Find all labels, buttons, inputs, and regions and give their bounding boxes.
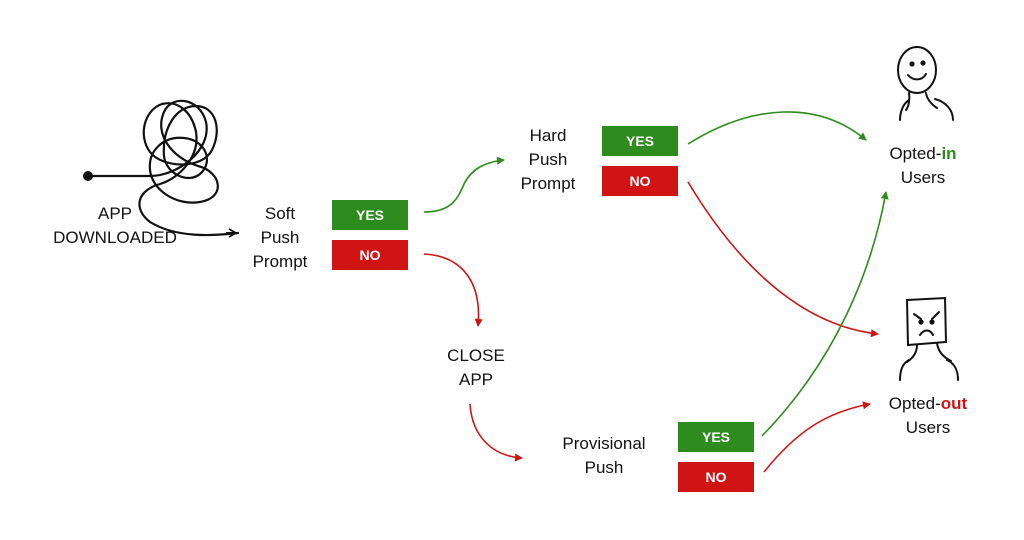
hard-push-yes-button[interactable]: YES <box>602 126 678 156</box>
soft-push-line2: Push <box>260 228 300 247</box>
opted-in-line1: Opted-in <box>868 142 978 166</box>
opted-out-line1: Opted-out <box>868 392 988 416</box>
provisional-no-button[interactable]: NO <box>678 462 754 492</box>
hard-push-line3: Prompt <box>520 174 576 193</box>
soft-push-no-button[interactable]: NO <box>332 240 408 270</box>
arrow-soft-yes-to-hard <box>423 156 505 213</box>
soft-push-line1: Soft <box>264 204 296 223</box>
close-app-line2: APP <box>458 370 494 389</box>
opted-in-highlight: in <box>941 144 957 163</box>
node-app-downloaded: APP DOWNLOADED <box>50 202 180 250</box>
node-close-app: CLOSE APP <box>436 344 516 392</box>
provisional-push-line2: Push <box>584 458 624 477</box>
provisional-push-line1: Provisional <box>562 434 646 453</box>
app-downloaded-line2: DOWNLOADED <box>53 228 177 247</box>
node-opted-in-users: Opted-in Users <box>868 142 978 190</box>
opted-out-highlight: out <box>940 394 968 413</box>
arrow-provisional-yes-to-opted-in <box>761 191 889 437</box>
hard-push-no-button[interactable]: NO <box>602 166 678 196</box>
opted-in-line2: Users <box>900 168 946 187</box>
arrow-close-to-provisional <box>469 403 523 462</box>
close-app-line1: CLOSE <box>447 346 505 365</box>
soft-push-line3: Prompt <box>252 252 308 271</box>
provisional-yes-button[interactable]: YES <box>678 422 754 452</box>
arrow-hard-yes-to-opted-in <box>687 111 867 145</box>
node-hard-push-prompt: Hard Push Prompt <box>508 124 588 196</box>
soft-push-yes-button[interactable]: YES <box>332 200 408 230</box>
arrow-soft-no-to-close <box>423 253 483 327</box>
scribble-path <box>86 99 240 237</box>
opted-in-prefix: Opted- <box>889 144 942 163</box>
opted-out-prefix: Opted- <box>888 394 941 413</box>
node-opted-out-users: Opted-out Users <box>868 392 988 440</box>
opted-out-line2: Users <box>905 418 951 437</box>
smiling-person-icon <box>897 46 954 121</box>
app-downloaded-line1: APP <box>97 204 133 223</box>
node-provisional-push: Provisional Push <box>544 432 664 480</box>
hard-push-line1: Hard <box>529 126 567 145</box>
arrow-provisional-no-to-opted-out <box>763 401 871 473</box>
arrow-hard-no-to-opted-out <box>687 181 879 338</box>
angry-person-icon <box>899 296 959 381</box>
node-soft-push-prompt: Soft Push Prompt <box>240 202 320 274</box>
hard-push-line2: Push <box>528 150 568 169</box>
